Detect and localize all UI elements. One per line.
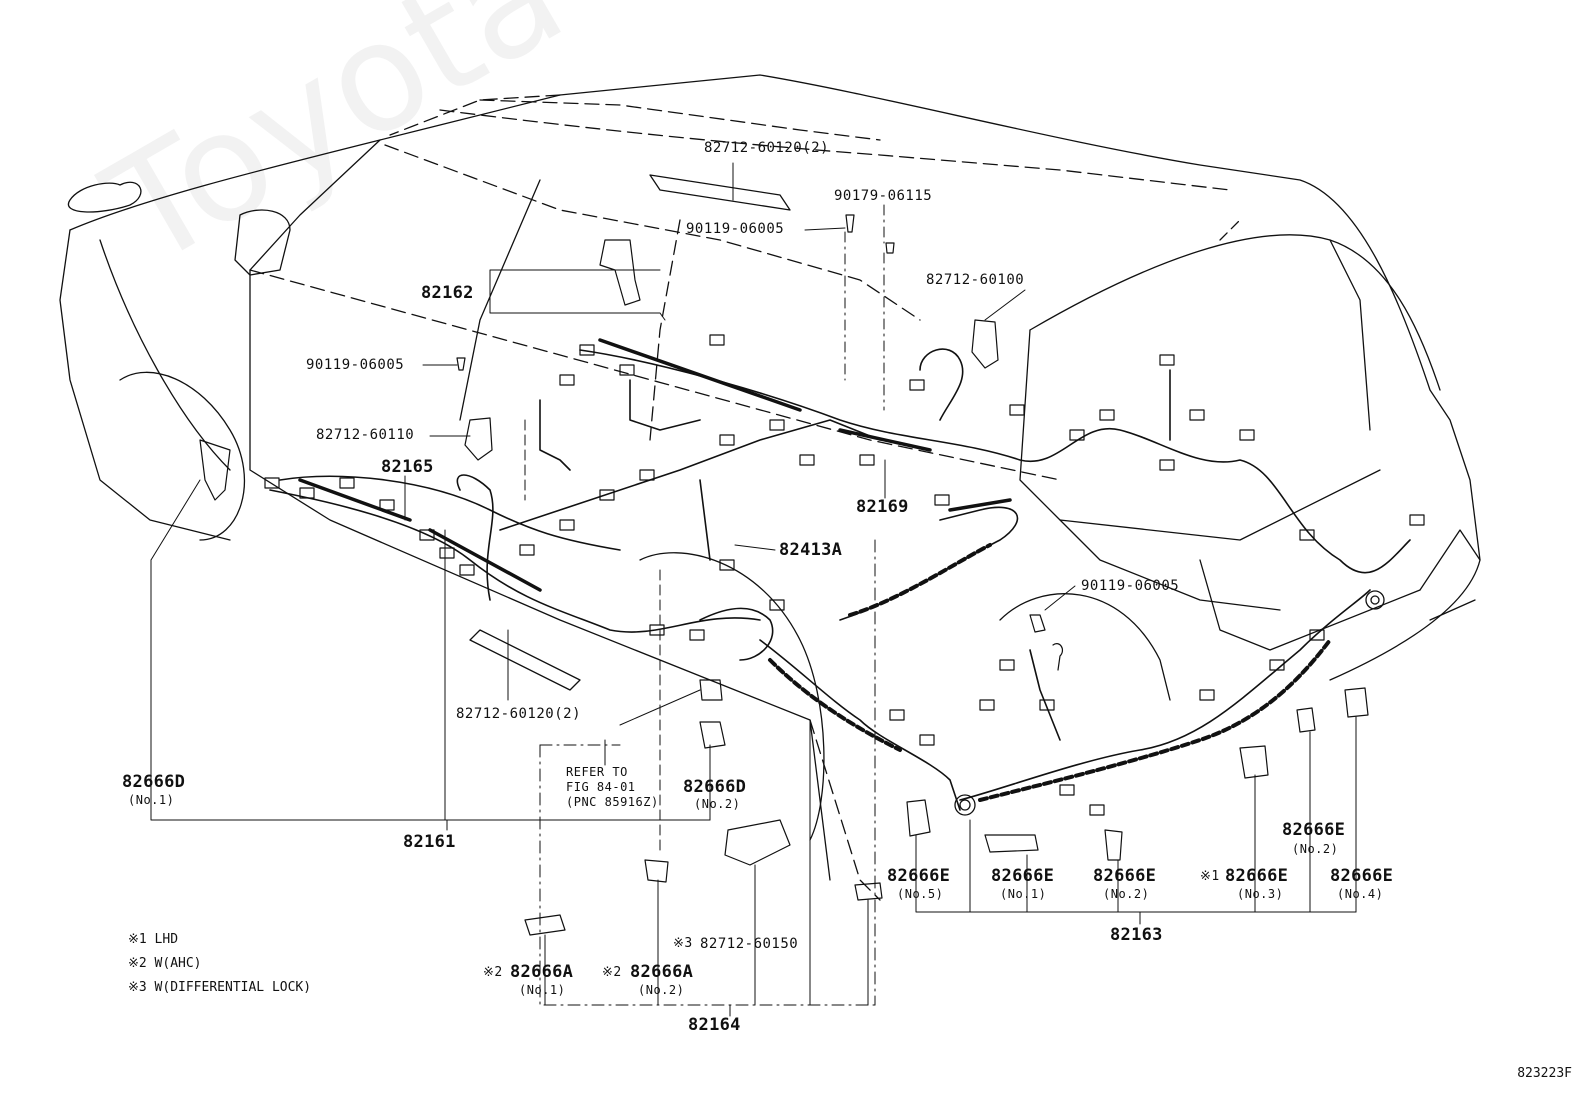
label-82169: 82169: [856, 497, 909, 517]
connectors: [264, 334, 1425, 816]
label-82666E-no3-sub: (No.3): [1237, 887, 1284, 901]
label-82666E-no2-a: 82666E: [1093, 866, 1157, 886]
label-82666E-no4: 82666E: [1330, 866, 1394, 886]
label-82666E-no2-b-sub: (No.2): [1292, 842, 1339, 856]
label-82666A-no2-mark: ※2: [602, 965, 622, 980]
label-82666D-no2-sub: (No.2): [694, 797, 741, 811]
harness-corrugated-tube: [768, 543, 1332, 802]
label-82163: 82163: [1110, 925, 1163, 945]
label-82666E-no3-mark: ※1: [1200, 869, 1220, 884]
label-82666A-no2: 82666A: [630, 962, 694, 982]
legend-item-2: ※2 W(AHC): [128, 956, 202, 971]
label-82712-60110: 82712-60110: [316, 427, 415, 443]
refer-note-line2: FIG 84-01: [566, 780, 636, 794]
label-82666E-no3: 82666E: [1225, 866, 1289, 886]
grommets: [954, 590, 1385, 816]
label-82712-60120-bottom: 82712-60120(2): [456, 706, 582, 722]
label-82666D-no1-sub: (No.1): [128, 793, 175, 807]
label-82666E-no2-a-sub: (No.2): [1103, 887, 1150, 901]
label-82712-60150: 82712-60150: [700, 936, 799, 952]
label-82666E-no4-sub: (No.4): [1337, 887, 1384, 901]
label-82666E-no1: 82666E: [991, 866, 1055, 886]
label-82413A: 82413A: [779, 540, 843, 560]
label-82666E-no5-sub: (No.5): [897, 887, 944, 901]
label-82162: 82162: [421, 283, 474, 303]
refer-note-line3: (PNC 85916Z): [566, 795, 659, 809]
label-82666A-no1: 82666A: [510, 962, 574, 982]
label-82712-60100: 82712-60100: [926, 272, 1025, 288]
refer-note-line1: REFER TO: [566, 765, 628, 779]
vehicle-body-outline: [59, 74, 1481, 901]
label-82164: 82164: [688, 1015, 741, 1035]
label-82666A-no2-sub: (No.2): [638, 983, 685, 997]
legend-item-3: ※3 W(DIFFERENTIAL LOCK): [128, 980, 312, 995]
label-82712-60120-top: 82712-60120(2): [704, 140, 830, 156]
leader-lines: [150, 162, 1357, 1017]
label-82666A-no1-sub: (No.1): [519, 983, 566, 997]
label-82666D-no1: 82666D: [122, 772, 186, 792]
label-90119-06005-top: 90119-06005: [686, 221, 785, 237]
clamps-and-brackets: [199, 214, 1369, 936]
harness-protector: [298, 338, 1012, 592]
label-90119-06005-left: 90119-06005: [306, 357, 405, 373]
diagram-code: 823223F: [1517, 1066, 1572, 1081]
label-82165: 82165: [381, 457, 434, 477]
label-90179-06115: 90179-06115: [834, 188, 933, 204]
label-82666E-no5: 82666E: [887, 866, 951, 886]
legend: ※1 LHD ※2 W(AHC) ※3 W(DIFFERENTIAL LOCK): [128, 928, 311, 1000]
label-82712-60150-mark: ※3: [673, 936, 693, 951]
label-82666E-no2-b: 82666E: [1282, 820, 1346, 840]
label-82666E-no1-sub: (No.1): [1000, 887, 1047, 901]
legend-item-1: ※1 LHD: [128, 932, 179, 947]
wire-harness: [269, 348, 1411, 811]
label-82666D-no2: 82666D: [683, 777, 747, 797]
label-82161: 82161: [403, 832, 456, 852]
label-82666A-no1-mark: ※2: [483, 965, 503, 980]
label-90119-06005-right: 90119-06005: [1081, 578, 1180, 594]
